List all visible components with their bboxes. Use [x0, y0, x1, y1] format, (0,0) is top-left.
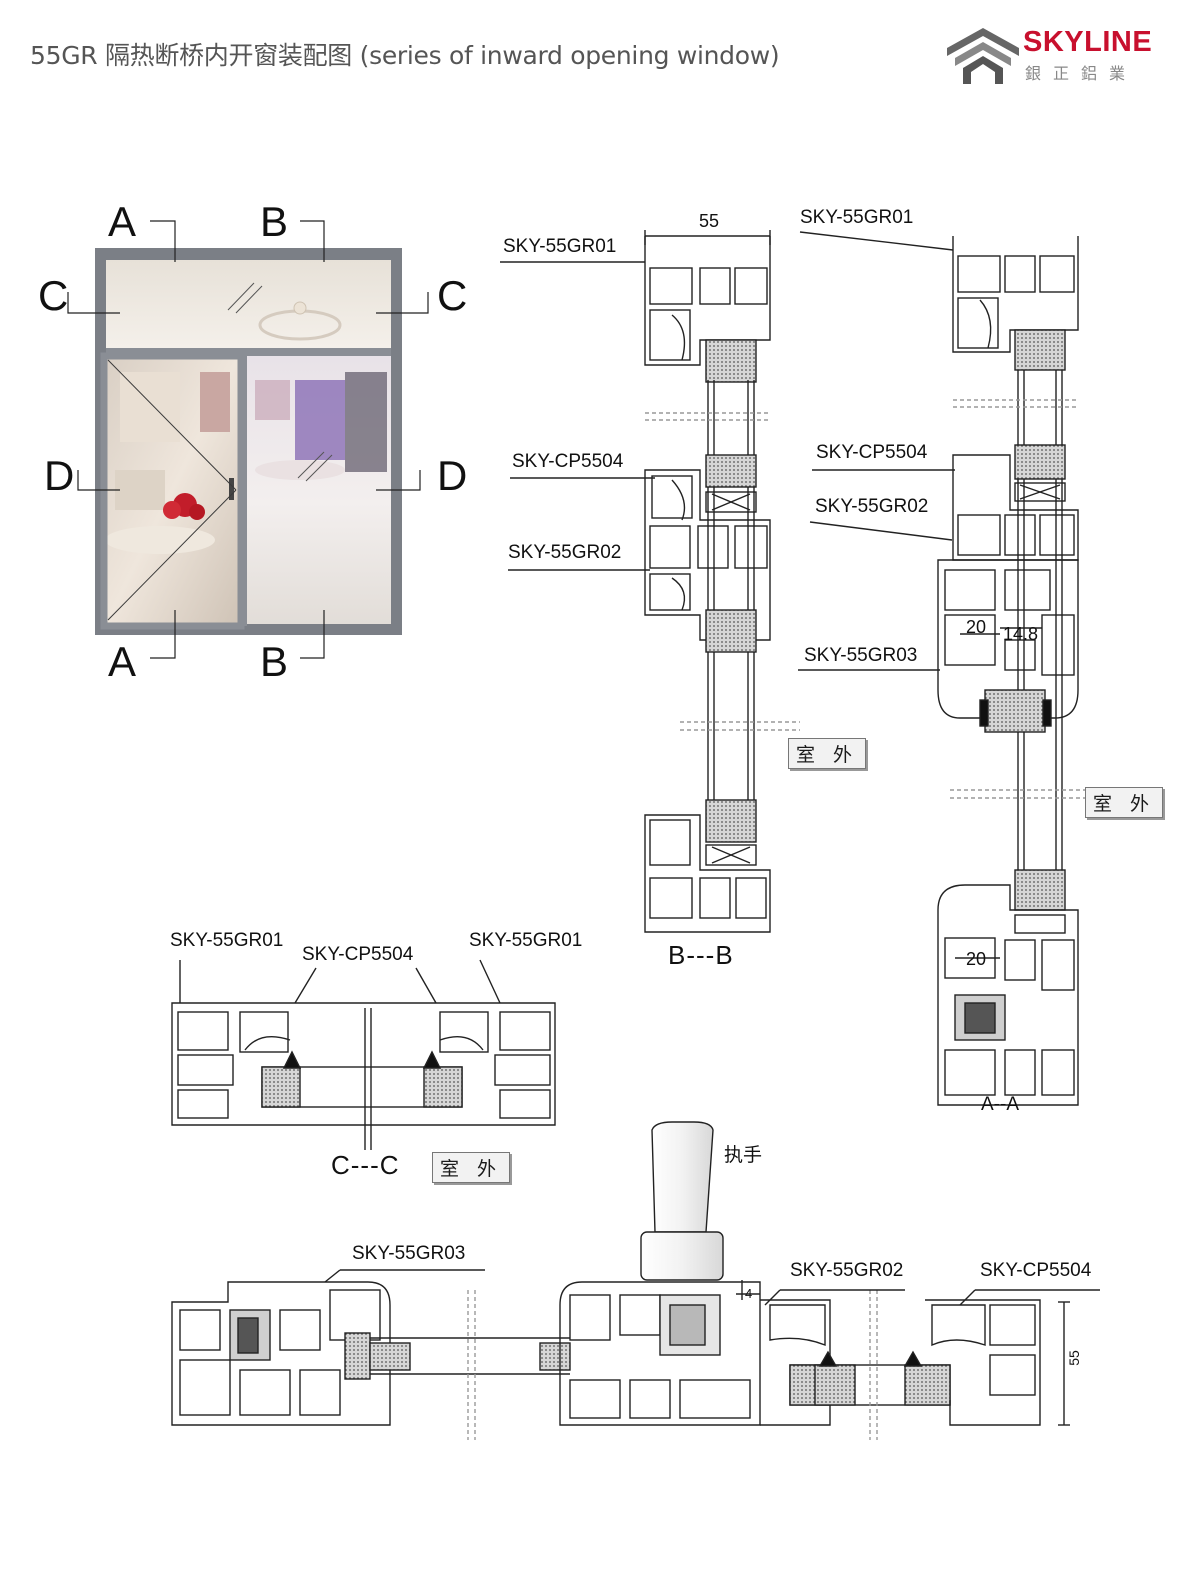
bb-caption: B---B — [668, 940, 734, 970]
aa-caption: A--A — [981, 1094, 1019, 1115]
logo-mark-icon — [947, 28, 1019, 84]
aa-dim-14-8: 14.8 — [1003, 624, 1039, 644]
logo-chinese: 銀正鋁業 — [1025, 64, 1138, 83]
section-dd-drawing — [171, 1121, 1100, 1440]
cc-caption: C---C — [331, 1150, 400, 1180]
aa-dim-20-top: 20 — [966, 617, 987, 637]
dd-handle-label: 执手 — [724, 1144, 763, 1166]
aa-dim-20-bottom: 20 — [966, 949, 987, 969]
dd-dim-4: 4 — [745, 1286, 753, 1301]
section-marker-d-right: D — [437, 452, 468, 499]
aa-label-gr02: SKY-55GR02 — [815, 496, 929, 517]
bb-outside-tag: 室 外 — [788, 738, 867, 769]
page-title: 55GR 隔热断桥内开窗装配图 (series of inward openin… — [30, 41, 780, 70]
cc-label-gr01-right: SKY-55GR01 — [469, 930, 583, 951]
section-marker-a-bottom: A — [108, 638, 137, 685]
section-aa-drawing — [798, 231, 1150, 1106]
aa-label-cp5504: SKY-CP5504 — [816, 442, 928, 463]
section-bb-drawing — [500, 230, 800, 933]
bb-label-gr01: SKY-55GR01 — [503, 236, 617, 257]
section-marker-d-left: D — [44, 452, 75, 499]
dd-label-gr03: SKY-55GR03 — [352, 1243, 466, 1264]
aa-label-gr03: SKY-55GR03 — [804, 645, 918, 666]
bb-width-dimension: 55 — [699, 211, 720, 231]
section-marker-c-left: C — [38, 272, 69, 319]
brand-logo: SKYLINE 銀正鋁業 — [945, 24, 1165, 88]
section-marker-b-bottom: B — [260, 638, 289, 685]
logo-text: SKYLINE — [1023, 26, 1153, 58]
bb-label-cp5504: SKY-CP5504 — [512, 451, 624, 472]
cc-label-gr01-left: SKY-55GR01 — [170, 930, 284, 951]
section-marker-b-top: B — [260, 198, 289, 245]
aa-label-gr01: SKY-55GR01 — [800, 207, 914, 228]
section-cc-drawing — [171, 959, 556, 1150]
dd-dim-55: 55 — [1065, 1350, 1082, 1366]
aa-outside-tag: 室 外 — [1085, 787, 1164, 818]
dd-label-cp5504: SKY-CP5504 — [980, 1260, 1092, 1281]
section-marker-a-top: A — [108, 198, 137, 245]
window-elevation — [67, 220, 429, 659]
cc-label-cp5504: SKY-CP5504 — [302, 944, 414, 965]
section-marker-c-right: C — [437, 272, 468, 319]
bb-label-gr02: SKY-55GR02 — [508, 542, 622, 563]
cc-outside-tag: 室 外 — [432, 1152, 511, 1183]
dd-label-gr02: SKY-55GR02 — [790, 1260, 904, 1281]
